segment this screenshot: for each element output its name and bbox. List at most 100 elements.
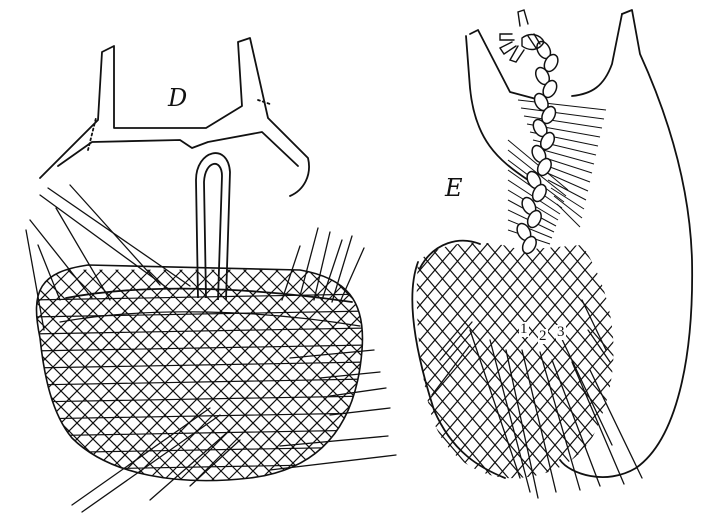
- weave-strand-d: [0, 270, 70, 480]
- weave-strand-d: [548, 270, 706, 480]
- weave-strand-e: [630, 200, 706, 480]
- weave-row-d: [30, 345, 370, 351]
- strand-d: [300, 228, 318, 296]
- strand-number-1: 1: [519, 322, 529, 337]
- weave-strand-e: [285, 200, 525, 480]
- weave-strand-e: [75, 200, 315, 480]
- weave-strand-d: [628, 270, 706, 480]
- strand-e: [470, 330, 520, 478]
- strand-e: [432, 345, 470, 395]
- weave-strand-d: [292, 270, 502, 480]
- weave-strand-d: [596, 270, 706, 480]
- weave-strand-e: [75, 200, 315, 480]
- weave-strand-e: [450, 200, 690, 480]
- strand-d: [340, 248, 364, 302]
- weave-strand-e: [555, 200, 706, 480]
- weave-row-d: [30, 396, 370, 402]
- weave-strand-d: [516, 270, 706, 480]
- weave-strand-d: [516, 270, 706, 480]
- weave-strand-e: [390, 200, 630, 480]
- strand-number-2: 2: [538, 329, 548, 344]
- weave-strand-e: [255, 200, 495, 480]
- weave-strand-e: [525, 200, 706, 480]
- figure-e-tuft: [500, 10, 544, 62]
- figure-e-label: E: [445, 176, 463, 200]
- weave-strand-d: [0, 270, 86, 480]
- weave-strand-d: [484, 270, 694, 480]
- figure-d-handle-loop: [196, 153, 230, 300]
- strand-d: [320, 372, 380, 378]
- figure-e-braid: [514, 39, 560, 256]
- weave-strand-e: [195, 200, 435, 480]
- weave-strand-e: [135, 200, 375, 480]
- weave-strand-e: [585, 200, 706, 480]
- weave-strand-e: [480, 200, 706, 480]
- strand-d: [270, 455, 396, 470]
- weave-strand-d: [628, 270, 706, 480]
- strand-e: [490, 340, 530, 492]
- weave-strand-d: [0, 270, 70, 480]
- weave-strand-e: [195, 200, 435, 480]
- weave-strand-d: [0, 270, 150, 480]
- weave-strand-e: [615, 200, 706, 480]
- weave-strand-e: [615, 200, 706, 480]
- strand-d: [330, 408, 390, 415]
- weave-strand-e: [525, 200, 706, 480]
- weave-strand-e: [135, 200, 375, 480]
- weave-strand-d: [548, 270, 706, 480]
- weave-strand-d: [596, 270, 706, 480]
- weave-strand-d: [0, 270, 150, 480]
- strand-d: [322, 240, 342, 300]
- strand-d: [330, 388, 386, 396]
- weave-strand-d: [580, 270, 706, 480]
- strand-d: [332, 236, 352, 302]
- weave-strand-e: [105, 200, 345, 480]
- strand-e: [522, 350, 556, 492]
- weave-row-d: [30, 464, 370, 470]
- weave-strand-e: [600, 200, 706, 480]
- fan-strand-e: [518, 100, 606, 110]
- figure-d-mould: [40, 38, 309, 196]
- fan-strand-e: [551, 188, 584, 209]
- weave-strand-d: [356, 270, 566, 480]
- weave-strand-e: [585, 200, 706, 480]
- weave-strand-d: [484, 270, 694, 480]
- weave-strand-e: [45, 200, 285, 480]
- figure-e-strand-fan: [508, 100, 606, 244]
- weave-strand-e: [600, 200, 706, 480]
- weave-strand-e: [105, 200, 345, 480]
- weave-strand-e: [660, 200, 706, 480]
- weave-strand-d: [0, 270, 22, 480]
- weave-strand-e: [645, 200, 706, 480]
- weave-strand-d: [0, 270, 182, 480]
- weave-strand-d: [0, 270, 182, 480]
- weave-strand-e: [660, 200, 706, 480]
- weave-strand-e: [45, 200, 285, 480]
- weave-strand-e: [225, 200, 465, 480]
- weave-strand-e: [555, 200, 706, 480]
- strand-d: [280, 436, 388, 446]
- weave-strand-e: [690, 200, 706, 480]
- weave-strand-e: [690, 200, 706, 480]
- figure-e-strands: [432, 300, 642, 498]
- weave-strand-d: [356, 270, 566, 480]
- weave-strand-e: [225, 200, 465, 480]
- weave-strand-d: [0, 270, 38, 480]
- strand-number-3: 3: [556, 325, 566, 340]
- weave-strand-e: [465, 200, 705, 480]
- weave-strand-e: [630, 200, 706, 480]
- weave-strand-d: [580, 270, 706, 480]
- weave-strand-d: [0, 270, 22, 480]
- figure-d-basket: [0, 265, 706, 481]
- figure-d-label: D: [168, 86, 187, 110]
- weave-strand-d: [0, 270, 6, 480]
- weave-strand-d: [644, 270, 706, 480]
- weave-strand-d: [0, 270, 38, 480]
- weave-strand-d: [644, 270, 706, 480]
- weave-strand-d: [0, 270, 6, 480]
- weave-row-d: [30, 430, 370, 436]
- weave-strand-e: [480, 200, 706, 480]
- strand-d: [30, 220, 92, 298]
